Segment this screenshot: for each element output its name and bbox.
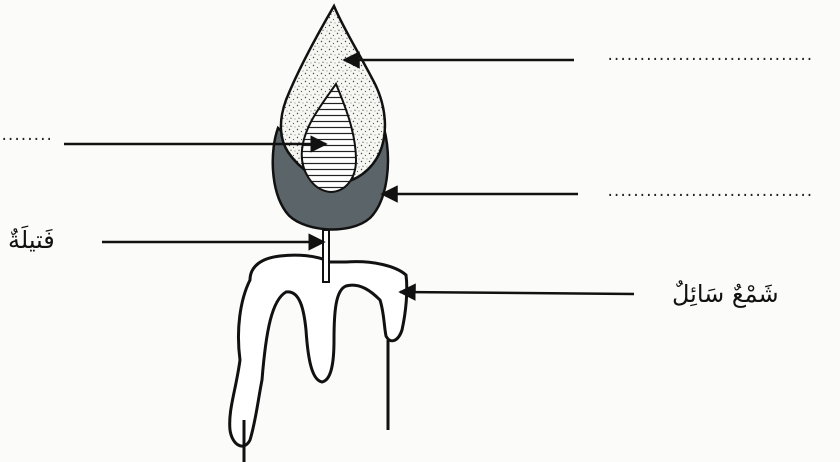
flame-icon xyxy=(273,6,388,229)
blank-blue-zone[interactable]: ................................ xyxy=(606,184,840,200)
candle-icon xyxy=(230,255,407,462)
wick xyxy=(323,230,329,282)
pointer-liquid-wax xyxy=(400,292,634,294)
candle-body xyxy=(230,255,407,446)
blank-outer-zone[interactable]: ................................ xyxy=(606,48,840,64)
label-wick: فَتيلَةٌ xyxy=(8,226,55,254)
blank-inner-cone[interactable]: ................................ xyxy=(0,128,50,144)
label-liquid-wax: شَمْعٌ سَائِلٌ xyxy=(672,280,779,308)
